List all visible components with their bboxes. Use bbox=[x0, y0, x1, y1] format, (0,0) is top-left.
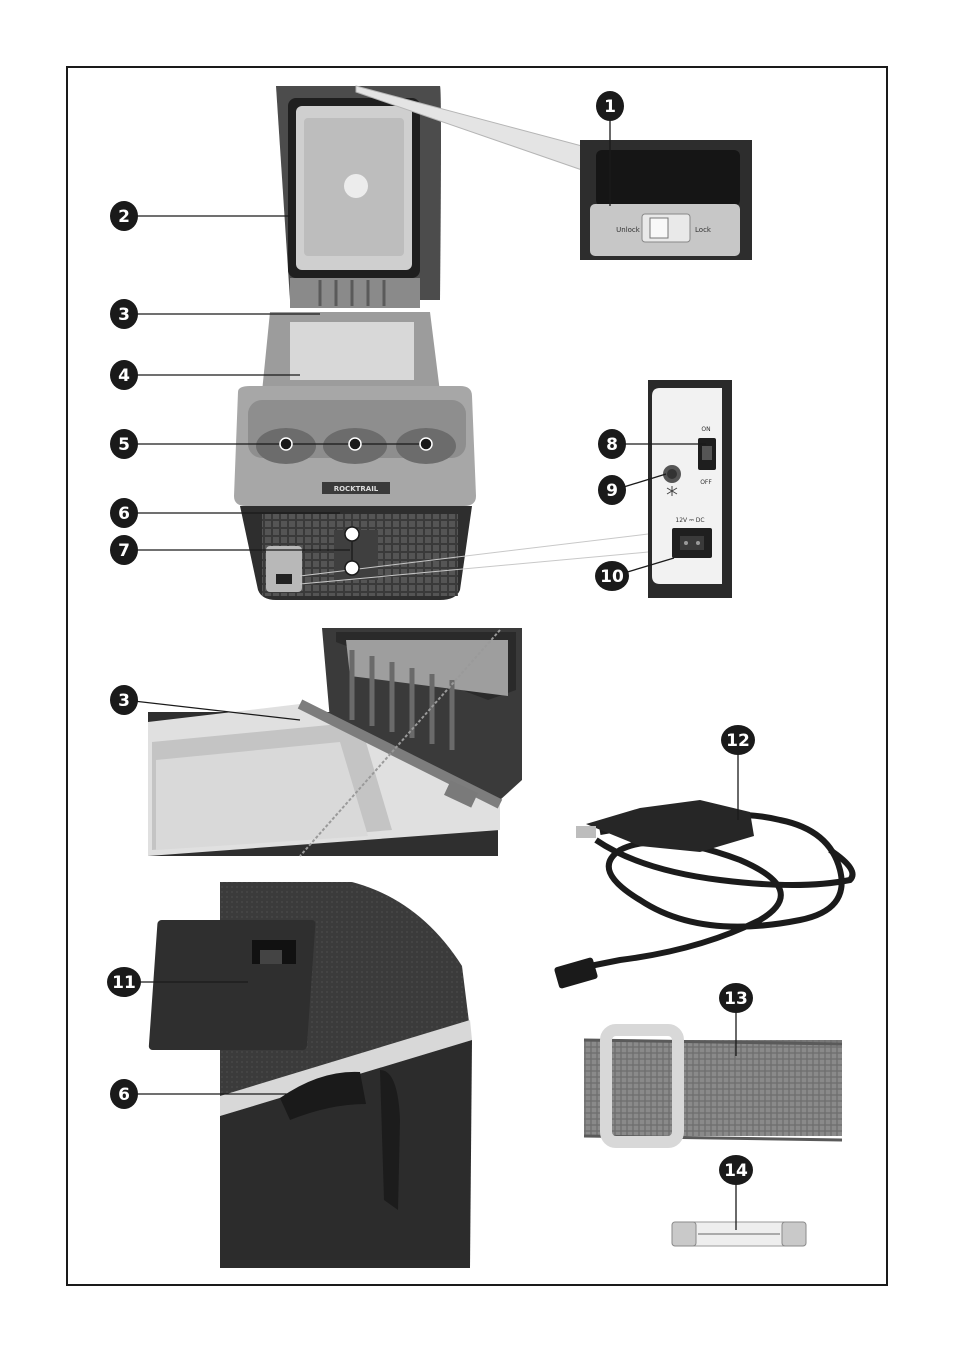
on-label: ON bbox=[701, 426, 710, 433]
callout-5-label: 5 bbox=[118, 435, 130, 455]
callout-13: 13 bbox=[719, 983, 753, 1013]
callout-1: 1 bbox=[596, 91, 624, 121]
carry-strap bbox=[583, 1024, 843, 1148]
callout-10-label: 10 bbox=[600, 567, 624, 587]
hinge-interior-view bbox=[148, 628, 522, 857]
callout-3-hinge-label: 3 bbox=[118, 691, 130, 711]
callout-8: 8 bbox=[598, 429, 626, 459]
callout-4-label: 4 bbox=[118, 366, 130, 386]
callout-8-label: 8 bbox=[606, 435, 618, 455]
callout-12-label: 12 bbox=[726, 731, 750, 751]
lock-detail: Unlock Lock bbox=[355, 85, 752, 260]
callout-3-hinge: 3 bbox=[110, 685, 138, 715]
car-power-cable bbox=[554, 800, 856, 989]
callout-6-label: 6 bbox=[118, 504, 130, 524]
callout-14: 14 bbox=[719, 1155, 753, 1185]
callout-3: 3 bbox=[110, 299, 138, 329]
dc-label: 12V ⎓ DC bbox=[675, 517, 704, 524]
snowflake-icon bbox=[666, 486, 678, 496]
lock-label: Lock bbox=[695, 226, 712, 234]
callout-11: 11 bbox=[107, 967, 141, 997]
cooler-main-view: ROCKTRAIL bbox=[234, 86, 476, 600]
callout-14-label: 14 bbox=[724, 1161, 748, 1181]
callout-6-lid-label: 6 bbox=[118, 1085, 130, 1105]
page-frame bbox=[66, 66, 888, 1286]
callout-5: 5 bbox=[110, 429, 138, 459]
fuse bbox=[671, 1221, 807, 1247]
callout-6-lid: 6 bbox=[110, 1079, 138, 1109]
callout-11-label: 11 bbox=[112, 973, 136, 993]
callout-dots bbox=[279, 437, 433, 576]
callout-6: 6 bbox=[110, 498, 138, 528]
callout-2: 2 bbox=[110, 201, 138, 231]
callout-10: 10 bbox=[595, 561, 629, 591]
callout-1-label: 1 bbox=[604, 97, 616, 117]
callout-7-label: 7 bbox=[118, 541, 130, 561]
callout-7: 7 bbox=[110, 535, 138, 565]
callout-9-label: 9 bbox=[606, 481, 618, 501]
unlock-label: Unlock bbox=[616, 226, 641, 234]
lid-handle-detail bbox=[148, 882, 472, 1268]
callout-4: 4 bbox=[110, 360, 138, 390]
off-label: OFF bbox=[700, 479, 712, 486]
callout-3-label: 3 bbox=[118, 305, 130, 325]
callout-9: 9 bbox=[598, 475, 626, 505]
brand-label: ROCKTRAIL bbox=[334, 485, 379, 493]
callout-13-label: 13 bbox=[724, 989, 748, 1009]
callout-12: 12 bbox=[721, 725, 755, 755]
callout-2-label: 2 bbox=[118, 207, 130, 227]
